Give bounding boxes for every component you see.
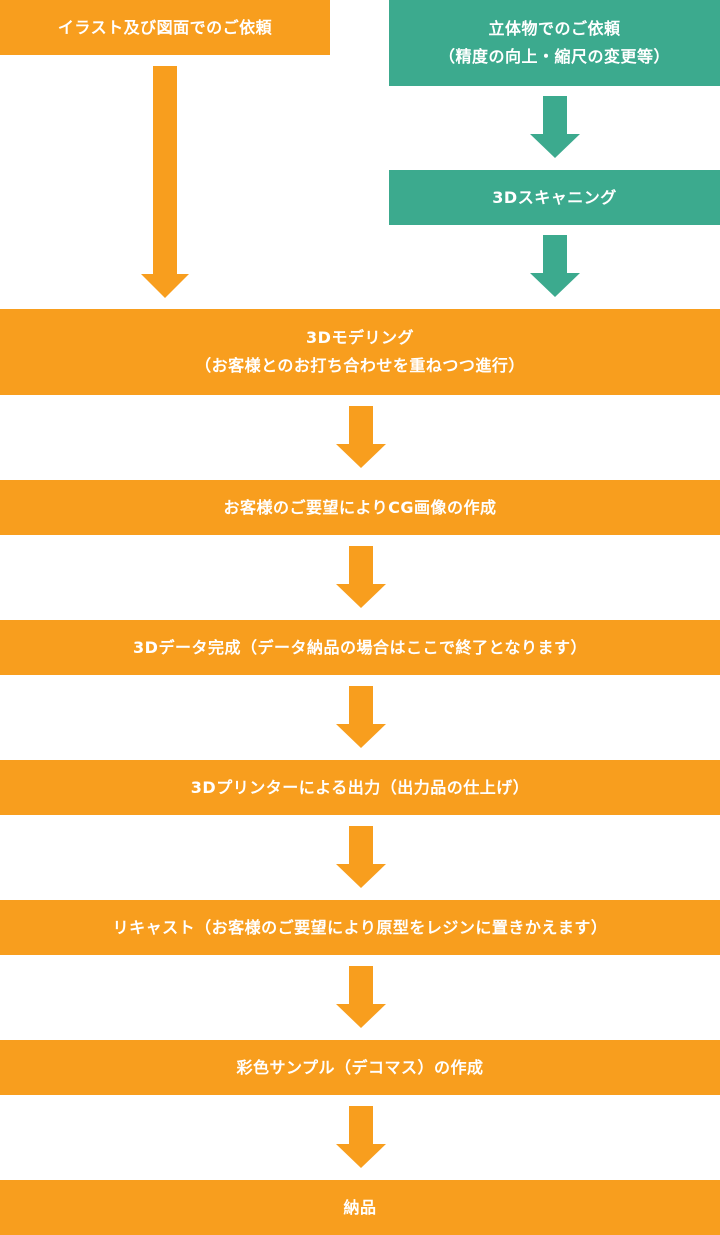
object-request-label: 立体物でのご依頼 — [488, 19, 621, 38]
modeling-box: 3Dモデリング （お客様とのお打ち合わせを重ねつつ進行） — [0, 309, 720, 395]
scanning-label: 3Dスキャニング — [492, 187, 617, 207]
modeling-detail: （お客様とのお打ち合わせを重ねつつ進行） — [195, 356, 525, 375]
arrow-down-icon — [336, 686, 386, 748]
scanning-box: 3Dスキャニング — [389, 170, 720, 225]
arrow-down-icon — [336, 406, 386, 468]
arrow-down-icon — [336, 966, 386, 1028]
sample-box: 彩色サンプル（デコマス）の作成 — [0, 1040, 720, 1095]
delivery-label: 納品 — [343, 1197, 377, 1217]
cg-box: お客様のご要望によりCG画像の作成 — [0, 480, 720, 535]
print-label: 3Dプリンターによる出力（出力品の仕上げ） — [190, 777, 530, 797]
delivery-box: 納品 — [0, 1180, 720, 1235]
illustration-request-label: イラスト及び図面でのご依頼 — [57, 17, 273, 37]
cg-label: お客様のご要望によりCG画像の作成 — [223, 497, 497, 517]
sample-label: 彩色サンプル（デコマス）の作成 — [236, 1057, 484, 1077]
arrow-down-icon — [336, 546, 386, 608]
illustration-request-box: イラスト及び図面でのご依頼 — [0, 0, 330, 55]
arrow-down-icon — [336, 826, 386, 888]
object-request-detail: （精度の向上・縮尺の変更等） — [438, 47, 670, 66]
arrow-down-icon — [530, 96, 580, 158]
data-complete-box: 3Dデータ完成（データ納品の場合はここで終了となります） — [0, 620, 720, 675]
recast-box: リキャスト（お客様のご要望により原型をレジンに置きかえます） — [0, 900, 720, 955]
arrow-down-icon — [530, 235, 580, 297]
object-request-box: 立体物でのご依頼 （精度の向上・縮尺の変更等） — [389, 0, 720, 86]
print-box: 3Dプリンターによる出力（出力品の仕上げ） — [0, 760, 720, 815]
arrow-down-icon — [336, 1106, 386, 1168]
modeling-label: 3Dモデリング — [306, 328, 414, 347]
recast-label: リキャスト（お客様のご要望により原型をレジンに置きかえます） — [112, 917, 608, 937]
arrow-down-icon — [141, 66, 189, 298]
data-complete-label: 3Dデータ完成（データ納品の場合はここで終了となります） — [133, 637, 587, 657]
